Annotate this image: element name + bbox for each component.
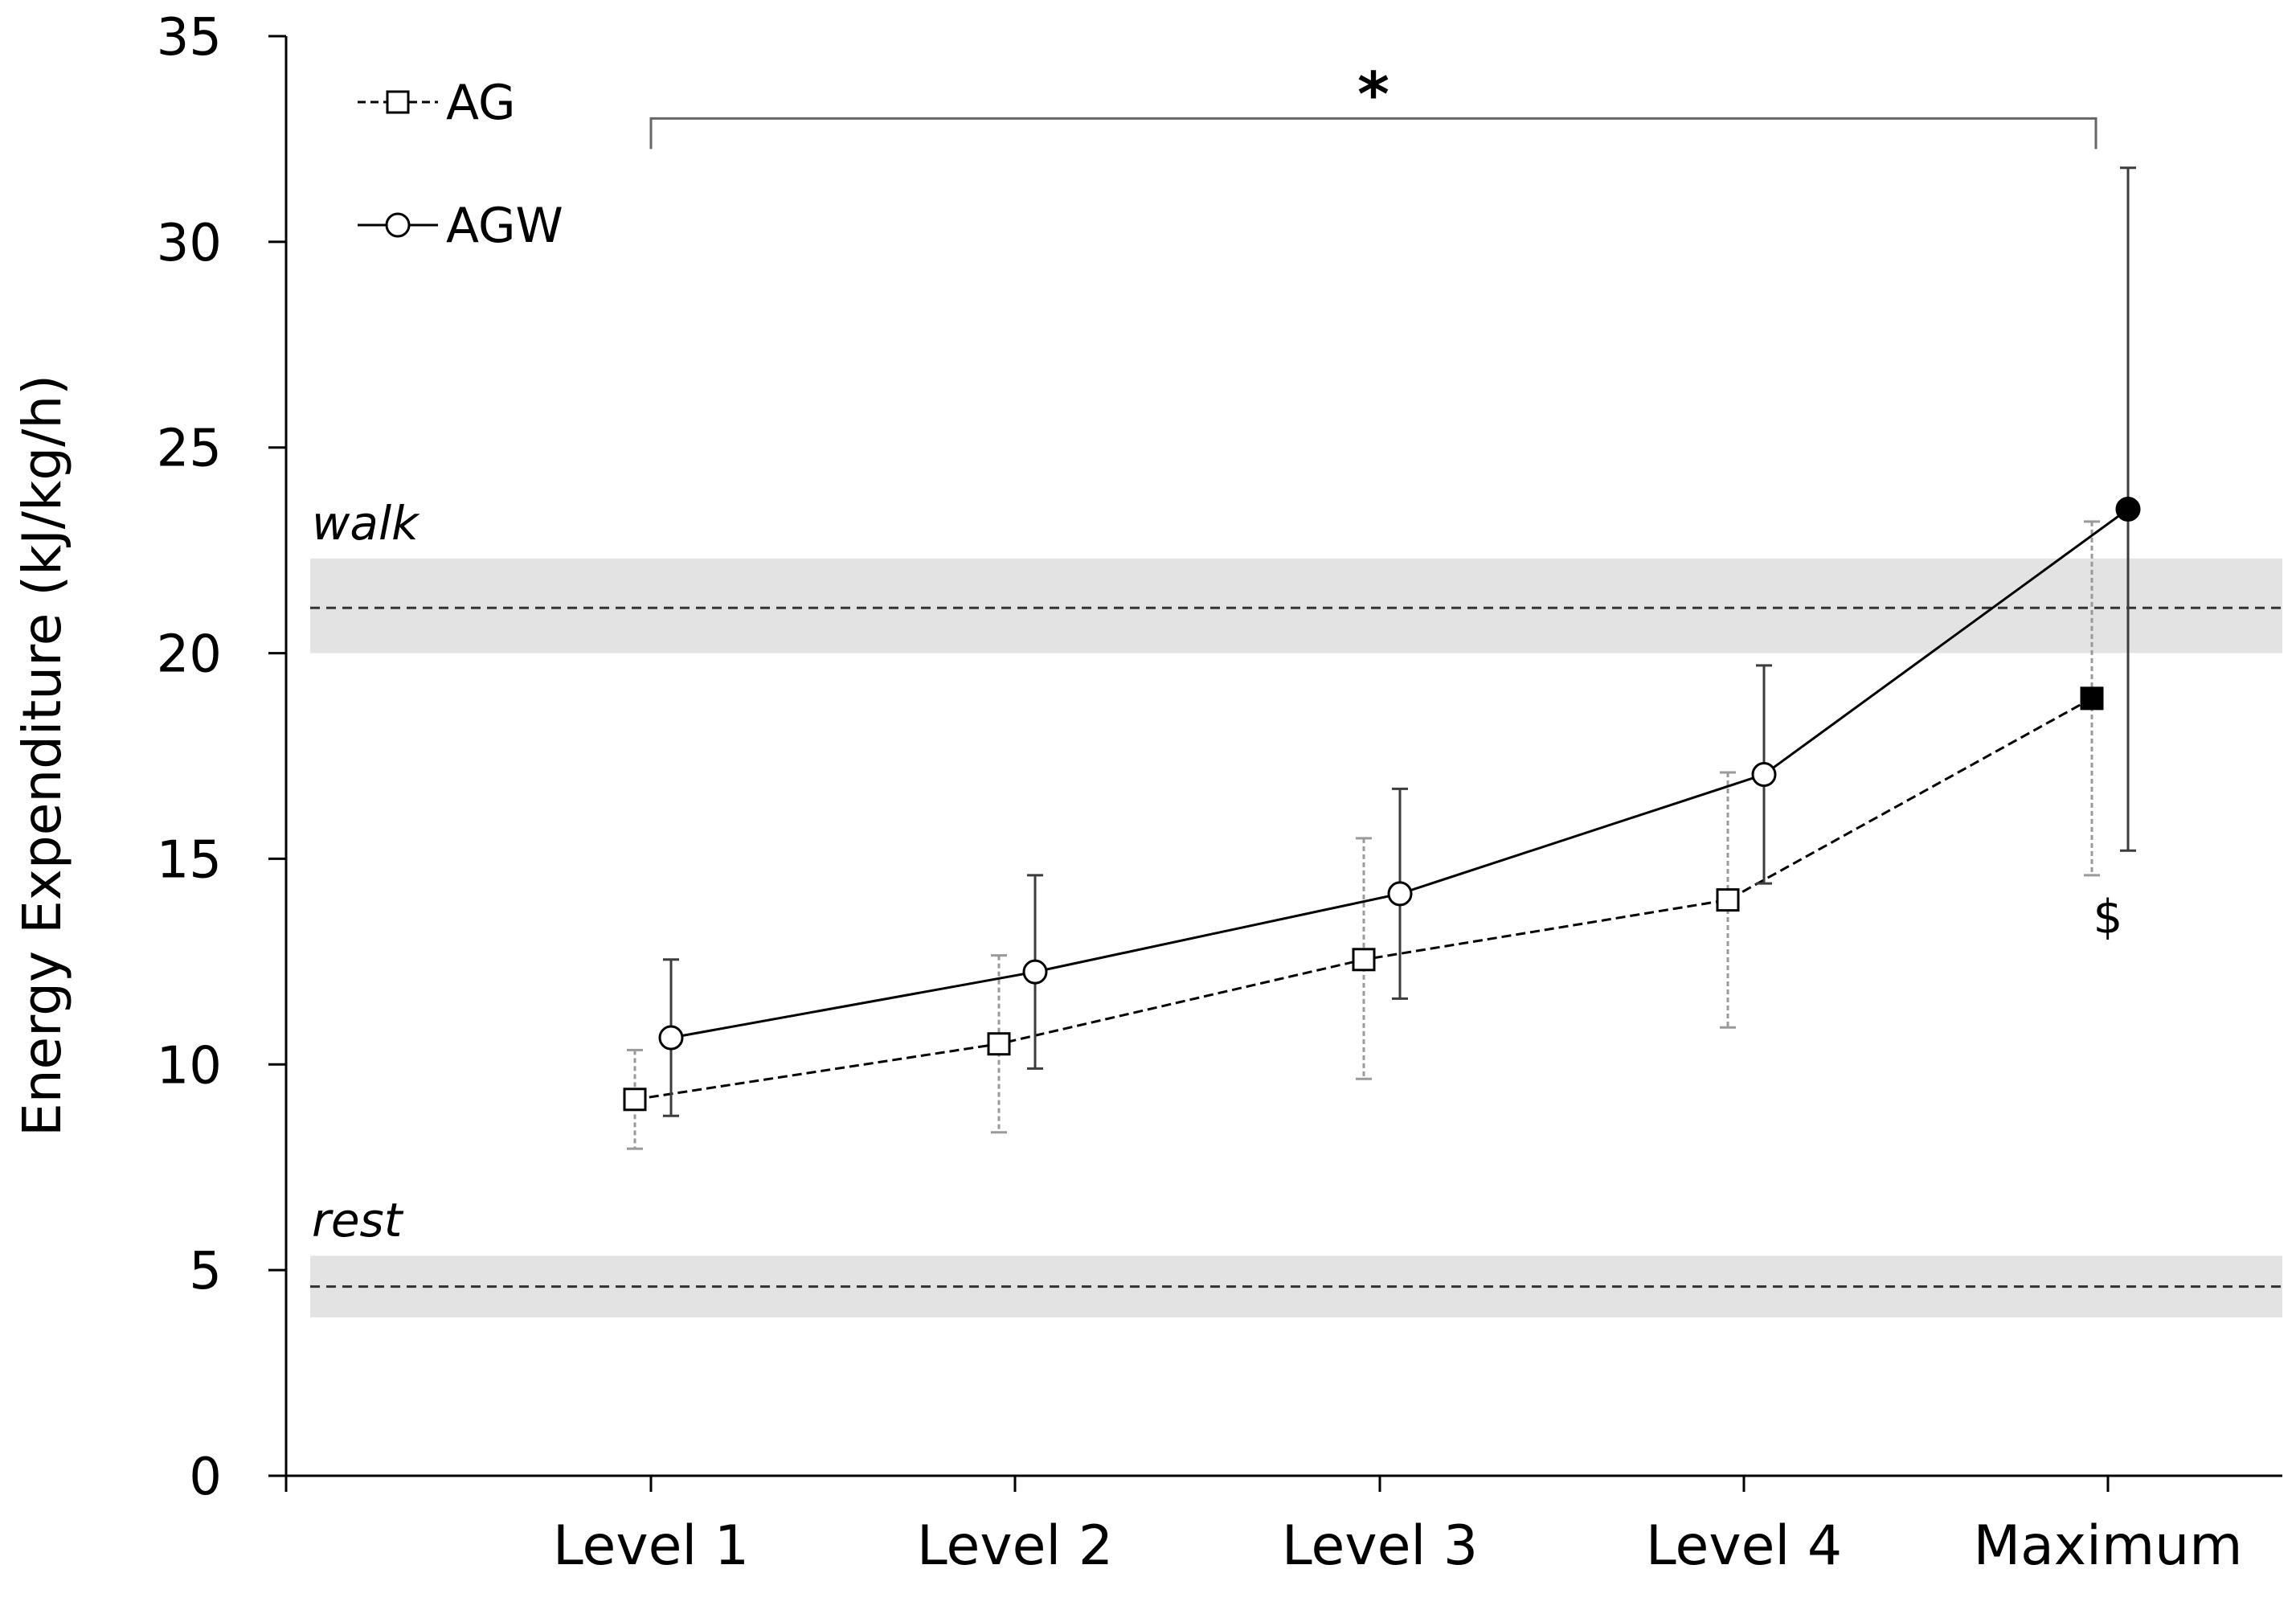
legend-label-AGW: AGW bbox=[446, 198, 563, 254]
x-tick-label-4: Maximum bbox=[1973, 1514, 2242, 1578]
marker-AG-2 bbox=[1352, 948, 1376, 972]
max-symbol: $ bbox=[2093, 890, 2123, 944]
legend-marker-AG bbox=[386, 90, 410, 114]
y-ticks: 0 5 10 15 20 25 30 35 bbox=[157, 8, 286, 1507]
y-tick-label-0: 0 bbox=[189, 1448, 222, 1507]
y-tick-label-30: 30 bbox=[157, 214, 222, 273]
marker-AG-4 bbox=[2080, 686, 2104, 711]
y-tick-label-20: 20 bbox=[157, 625, 222, 685]
y-tick-label-5: 5 bbox=[189, 1242, 222, 1301]
axes bbox=[284, 36, 2282, 1477]
data-series: $ bbox=[623, 166, 2141, 1150]
marker-AGW-3 bbox=[1751, 762, 1777, 788]
marker-AGW-0 bbox=[658, 1025, 684, 1051]
y-tick-label-10: 10 bbox=[157, 1036, 222, 1096]
marker-AGW-2 bbox=[1387, 881, 1413, 907]
x-tick-label-3: Level 4 bbox=[1646, 1514, 1842, 1578]
legend-label-AG: AG bbox=[446, 75, 515, 131]
marker-AG-0 bbox=[623, 1088, 647, 1112]
x-tick-label-1: Level 2 bbox=[917, 1514, 1113, 1578]
marker-AG-3 bbox=[1716, 888, 1740, 912]
band-label-rest: rest bbox=[312, 1193, 404, 1247]
x-tick-label-0: Level 1 bbox=[553, 1514, 749, 1578]
significance-bracket: * bbox=[649, 58, 2098, 150]
band-walk bbox=[310, 558, 2282, 653]
legend-marker-AGW bbox=[385, 212, 411, 238]
bracket-line bbox=[649, 117, 2098, 150]
x-ticks: Level 1 Level 2 Level 3 Level 4 Maximum bbox=[284, 1476, 2243, 1578]
reference-bands: walk rest bbox=[310, 496, 2282, 1317]
y-axis-label: Energy Expenditure (kJ/kg/h) bbox=[11, 375, 73, 1137]
marker-AGW-1 bbox=[1022, 959, 1048, 985]
y-tick-label-35: 35 bbox=[157, 8, 222, 68]
bracket-symbol: * bbox=[1357, 58, 1389, 129]
marker-AGW-4 bbox=[2115, 496, 2141, 522]
legend: AG AGW bbox=[358, 75, 563, 254]
y-tick-label-15: 15 bbox=[157, 830, 222, 890]
marker-AG-1 bbox=[987, 1032, 1011, 1056]
band-label-walk: walk bbox=[312, 496, 420, 551]
x-tick-label-2: Level 3 bbox=[1282, 1514, 1478, 1578]
y-tick-label-25: 25 bbox=[157, 420, 222, 479]
